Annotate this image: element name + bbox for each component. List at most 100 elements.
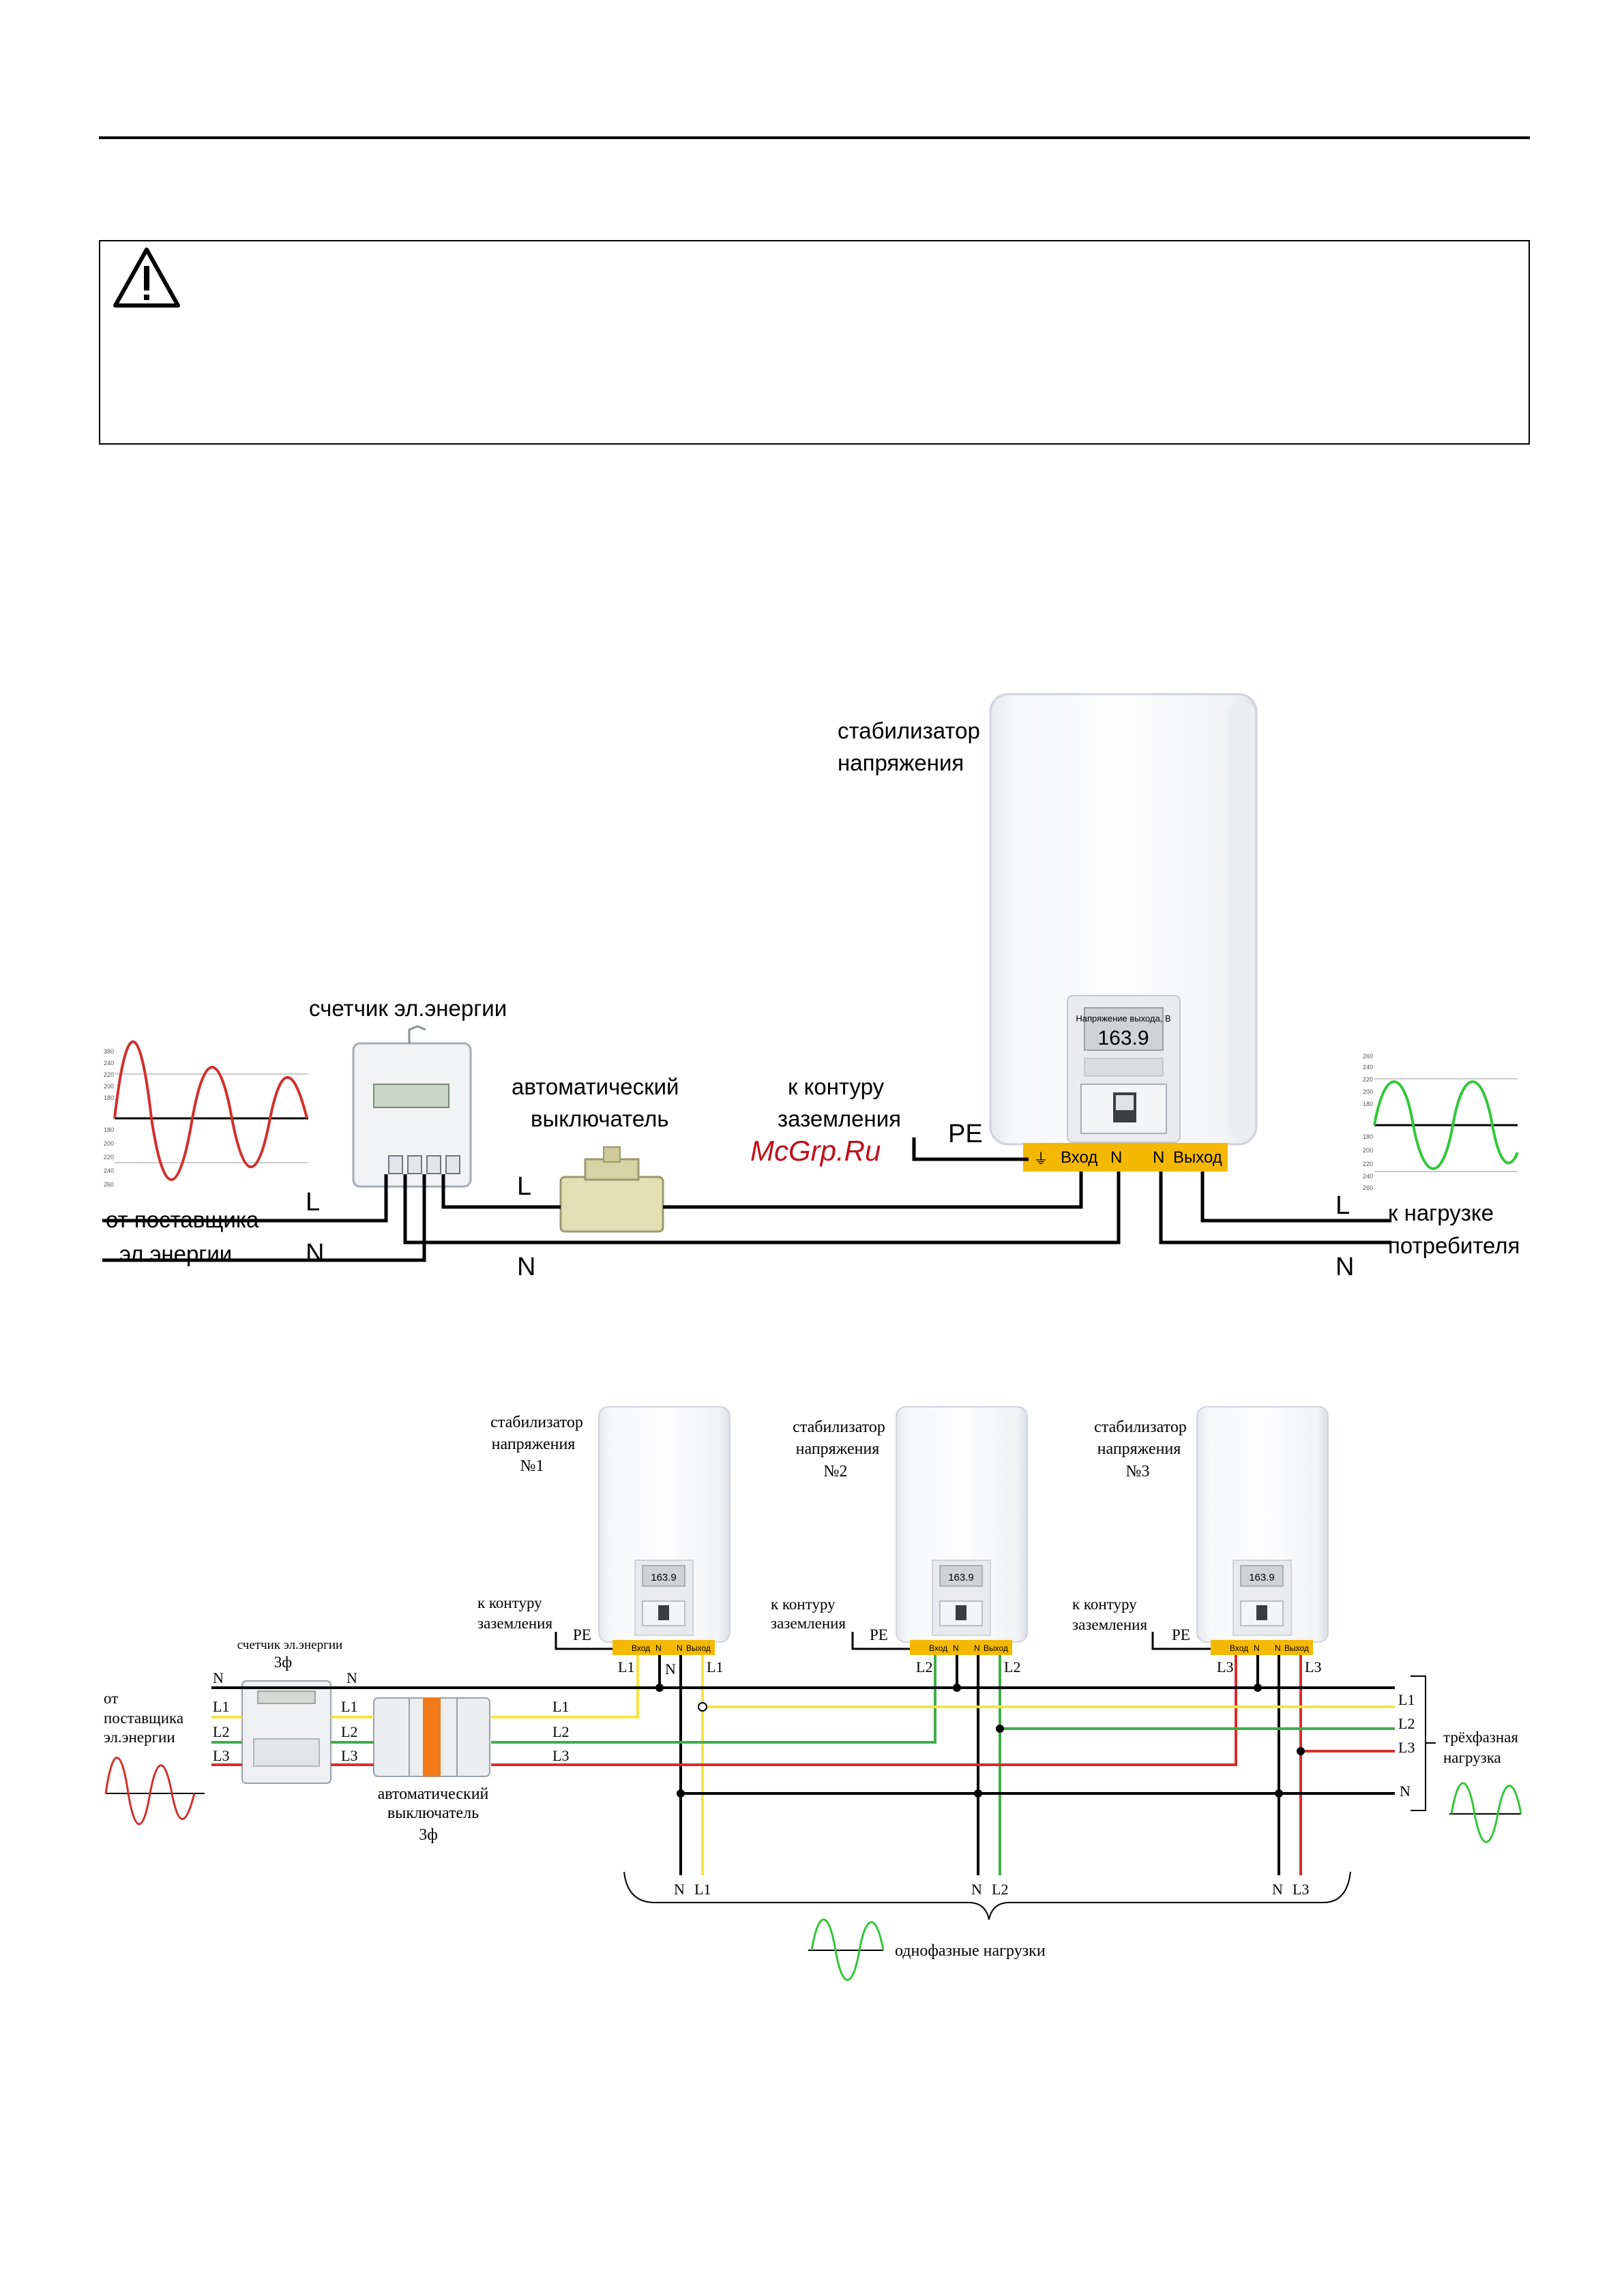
ground-label-1: к контуру <box>788 1074 885 1099</box>
ground1-label-1: к контуру <box>477 1594 542 1611</box>
stab2-in-phase: L2 <box>916 1658 932 1675</box>
stab1-label-1: стабилизатор <box>490 1414 583 1431</box>
stabilizer-label-2: напряжения <box>838 750 964 775</box>
pe3-label: PE <box>1172 1626 1190 1643</box>
stabilizer-unit-1: 163.9 Вход N N Выход <box>598 1406 730 1655</box>
load3-l2: L2 <box>1398 1715 1415 1732</box>
stab1-n-label: N <box>665 1660 676 1678</box>
display-value-3: 163.9 <box>1249 1572 1275 1583</box>
svg-text:220: 220 <box>104 1154 114 1161</box>
svg-text:260: 260 <box>104 1181 114 1188</box>
svg-text:180: 180 <box>1363 1133 1373 1140</box>
svg-text:180: 180 <box>104 1127 114 1133</box>
load3-l1: L1 <box>1398 1691 1415 1708</box>
three-phase-load-label-1: трёхфазная <box>1443 1729 1518 1746</box>
svg-text:220: 220 <box>104 1071 114 1078</box>
source-label-2: эл.энергии <box>119 1241 232 1266</box>
stab2-terminal-out: Выход <box>984 1643 1008 1653</box>
stab1-terminal-n2: N <box>677 1643 683 1653</box>
stab2-label-2: напряжения <box>796 1440 880 1458</box>
drop2-l2: L2 <box>992 1881 1008 1898</box>
three-phase-diagram: 163.9 Вход N N Выход 163.9 Вход N N Выхо… <box>104 1406 1522 1981</box>
stab2-out-phase: L2 <box>1004 1658 1020 1675</box>
source3-label-3: эл.энергии <box>104 1729 175 1746</box>
stab3-label-3: №3 <box>1126 1463 1150 1480</box>
terminal-n-in: N <box>1110 1148 1122 1167</box>
drop3-n: N <box>1272 1881 1283 1898</box>
source3-waveform <box>104 1757 205 1825</box>
top-rule <box>99 136 1530 139</box>
display-caption: Напряжение выхода, В <box>1076 1013 1170 1024</box>
single-phase-load-waveform <box>808 1918 885 1981</box>
display-value: 163.9 <box>1097 1027 1149 1049</box>
single-phase-diagram: Напряжение выхода, В 163.9 ⏚ Вход N N Вы… <box>102 693 1520 1281</box>
meter-label: счетчик эл.энергии <box>309 996 507 1021</box>
terminal-ground: ⏚ <box>1033 1150 1048 1167</box>
svg-text:240: 240 <box>104 1060 114 1067</box>
svg-text:240: 240 <box>1363 1173 1373 1180</box>
ground3-label-1: к контуру <box>1072 1596 1137 1613</box>
stab3-terminal-n1: N <box>1254 1643 1260 1653</box>
breaker3-label-1: автоматический <box>378 1785 489 1803</box>
three-phase-breaker <box>373 1697 490 1777</box>
ground2-label-1: к контуру <box>771 1596 836 1613</box>
breaker-label-2: выключатель <box>531 1106 669 1131</box>
svg-text:260: 260 <box>1363 1184 1373 1191</box>
meter-out-l3: L3 <box>341 1747 357 1764</box>
stab2-terminal-n2: N <box>974 1643 980 1653</box>
stab1-label-3: №1 <box>520 1457 544 1475</box>
stab3-out-phase: L3 <box>1305 1658 1321 1675</box>
terminal-out: Выход <box>1173 1148 1222 1167</box>
stab3-label-2: напряжения <box>1097 1440 1181 1458</box>
svg-text:180: 180 <box>1363 1101 1373 1107</box>
stabilizer-label-1: стабилизатор <box>838 718 980 743</box>
circuit-breaker <box>559 1146 664 1233</box>
stab1-terminal-n1: N <box>655 1643 662 1653</box>
warning-box <box>99 240 1530 445</box>
meter3-label-1: счетчик эл.энергии <box>237 1638 342 1652</box>
display-value-2: 163.9 <box>948 1572 974 1583</box>
stab2-terminal-n1: N <box>953 1643 959 1653</box>
terminal-block: ⏚ Вход N N Выход <box>1023 1143 1228 1172</box>
source-wire-n: N <box>306 1239 324 1268</box>
stab3-terminal-in: Вход <box>1230 1643 1248 1653</box>
drop1-n: N <box>674 1881 685 1898</box>
stab2-label-3: №2 <box>824 1463 848 1480</box>
meter3-label-2: 3ф <box>274 1654 293 1671</box>
stab1-terminal-out: Выход <box>686 1643 711 1653</box>
svg-text:200: 200 <box>1363 1147 1373 1154</box>
meter-out-n: N <box>346 1669 357 1686</box>
source3-label-1: от <box>104 1690 118 1707</box>
svg-text:180: 180 <box>104 1094 114 1101</box>
stabilizer-unit-2: 163.9 Вход N N Выход <box>896 1406 1028 1655</box>
breaker-label-1: автоматический <box>512 1074 679 1099</box>
pe1-label: PE <box>573 1626 591 1643</box>
source3-label-2: поставщика <box>104 1710 183 1727</box>
stab3-terminal-out: Выход <box>1284 1643 1309 1653</box>
three-phase-load-label-2: нагрузка <box>1443 1749 1501 1766</box>
main-wire-n: N <box>517 1253 535 1281</box>
breaker3-label-2: выключатель <box>387 1804 479 1822</box>
source-label-1: от поставщика <box>106 1207 259 1232</box>
load-label-2: потребителя <box>1388 1233 1520 1258</box>
meter-in-l3: L3 <box>213 1747 229 1764</box>
svg-text:200: 200 <box>104 1083 114 1090</box>
svg-text:220: 220 <box>1363 1076 1373 1083</box>
load-wire-l: L <box>1335 1191 1350 1220</box>
three-phase-load-waveform <box>1449 1782 1522 1843</box>
electricity-meter <box>352 1025 472 1188</box>
drop3-l3: L3 <box>1293 1881 1309 1898</box>
load3-n: N <box>1400 1783 1411 1800</box>
ground-label-2: заземления <box>778 1106 901 1131</box>
terminal-n-out: N <box>1153 1148 1164 1167</box>
load3-l3: L3 <box>1398 1739 1415 1756</box>
stab1-terminal-in: Вход <box>632 1643 650 1653</box>
svg-text:200: 200 <box>104 1140 114 1147</box>
stab2-terminal-in: Вход <box>929 1643 947 1653</box>
breaker-out-l3: L3 <box>552 1747 569 1764</box>
stabilizer-unit-3: 163.9 Вход N N Выход <box>1196 1406 1329 1655</box>
single-phase-load-label: однофазные нагрузки <box>895 1942 1046 1960</box>
breaker-wire-l: L <box>517 1172 531 1201</box>
